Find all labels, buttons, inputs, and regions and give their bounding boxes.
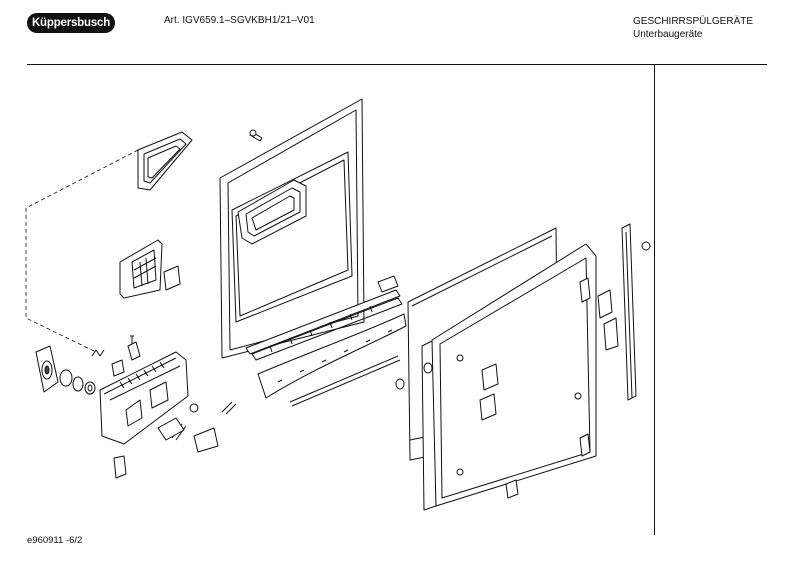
header-divider (27, 64, 767, 65)
screw-part (249, 129, 263, 142)
curved-trim-part (257, 313, 407, 407)
dashed-leader-lines (25, 149, 139, 353)
buffer-part (395, 362, 433, 390)
seal-rings-part (59, 369, 96, 395)
rail-strip-part (245, 275, 403, 361)
knob-part (35, 345, 59, 393)
drawing-id: e960911 -6/2 (27, 535, 83, 546)
category-title: GESCHIRRSPÜLGERÄTE (633, 16, 754, 27)
panel-fittings-part (456, 277, 591, 499)
inner-door-panel (219, 98, 365, 359)
gasket-frame-part (137, 131, 193, 191)
latch-part (113, 403, 219, 479)
brand-logo: Küppersbusch (27, 13, 115, 33)
article-number: Art. IGV659.1–SGVKBH1/21–V01 (164, 15, 315, 26)
spring-parts (91, 335, 237, 441)
dispenser-cover-part (119, 239, 181, 299)
hinge-clips-part (597, 289, 619, 351)
control-unit-part (99, 351, 189, 445)
category-block: GESCHIRRSPÜLGERÄTE Unterbaugeräte (633, 15, 753, 41)
subcategory-title: Unterbaugeräte (633, 29, 703, 40)
margin-divider (654, 65, 655, 535)
front-decor-panel (407, 227, 597, 511)
side-profile-bar (621, 223, 651, 401)
